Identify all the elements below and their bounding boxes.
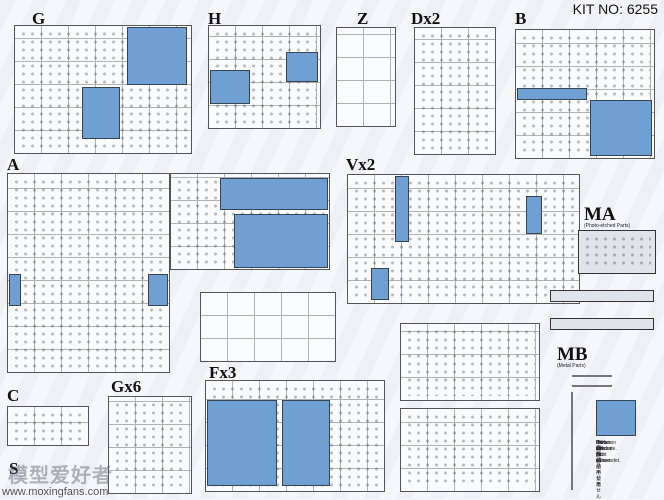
notice-line: 不要部品使用しません (596, 440, 602, 500)
sprue-label-vx2: Vx2 (346, 155, 376, 174)
sprue-g-part (127, 27, 187, 85)
sprue-a-part (9, 274, 21, 306)
track-links (207, 400, 277, 486)
sprue-z (336, 27, 396, 127)
photo-etch-fret (578, 230, 656, 274)
notice-line: Parts not for use. (596, 440, 608, 464)
metal-rod (572, 375, 612, 377)
sprue-label-h: H (208, 9, 222, 28)
notice-line: Pièces à ne pas utiliser. (596, 440, 612, 464)
sprue-vx2-lower (400, 323, 540, 401)
sprue-extra (400, 408, 540, 492)
metal-rod (572, 385, 612, 387)
notice-line: 不需要部品不使用 (596, 440, 602, 488)
sprue-dx2 (414, 27, 496, 155)
watermark-logo: 模型爱好者 (8, 465, 113, 487)
sprue-label-gx6: Gx6 (111, 377, 142, 396)
sprue-h-part (286, 52, 318, 82)
sprue-gx6 (108, 396, 192, 494)
sprue-label-dx2: Dx2 (411, 9, 441, 28)
sprue-vx2-part (395, 176, 409, 242)
sprue-label-fx3: Fx3 (209, 363, 237, 382)
sprue-g-part (82, 87, 120, 139)
sprue-label-ma: MA (584, 204, 616, 225)
sprue-label-a: A (7, 155, 20, 174)
sprue-vx2-part (371, 268, 389, 300)
watermark-url: www.moxingfans.com (2, 486, 109, 498)
sprue-label-g: G (32, 9, 46, 28)
sprue-h-part (210, 70, 250, 104)
photo-etch-strip (550, 290, 654, 302)
sprue-a-part (148, 274, 168, 306)
notice-line: Teile werden nicht verwendet. (596, 440, 621, 464)
turret-diagram (200, 292, 336, 362)
sprue-b-part (517, 88, 587, 100)
metal-rod (571, 392, 573, 490)
sprue-label-s: S (9, 459, 19, 478)
photo-etch-strip (550, 318, 654, 330)
sprue-vx2 (347, 174, 580, 304)
sprue-a-part (220, 178, 328, 210)
sprue-label-z: Z (357, 9, 369, 28)
sprue-label-b: B (515, 9, 527, 28)
mb-caption: (Metal Parts) (557, 363, 586, 369)
kit-number: KIT NO: 6255 (572, 1, 658, 17)
sprue-vx2-part (526, 196, 542, 234)
sprue-c (7, 406, 89, 446)
sprue-label-mb: MB (557, 344, 588, 365)
sprue-b-part (590, 100, 652, 156)
not-for-use-swatch (596, 400, 636, 436)
notice-line: Parti non utilizzate. (596, 440, 617, 452)
sprue-label-c: C (7, 386, 20, 405)
ma-caption: (Photo-etched Parts) (584, 223, 631, 229)
sprue-a-left (7, 173, 170, 373)
track-links (282, 400, 330, 486)
sprue-a-part (234, 214, 328, 268)
